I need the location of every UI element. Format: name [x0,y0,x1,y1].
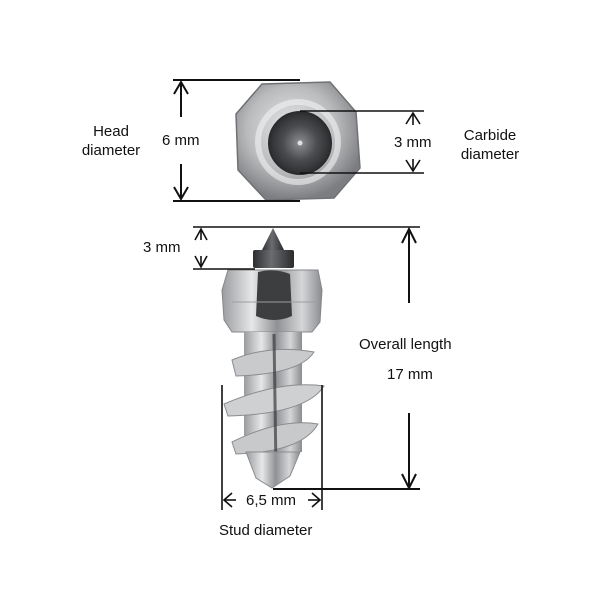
stud-side-view [221,228,325,489]
overall-length-title: Overall length [359,336,452,353]
overall-length-value: 17 mm [387,366,433,383]
stud-diameter-value: 6,5 mm [246,492,297,509]
head-diameter-dimension [173,79,300,202]
stud-diameter-dimension [221,385,323,510]
carbide-tip [262,228,284,250]
tip-height-dimension [193,226,420,270]
overall-length-dimension [273,226,420,491]
head-diameter-title-line1: Head [93,123,129,140]
head-diameter-value: 6 mm [162,132,200,149]
carbide-diameter-title-line2: diameter [460,146,520,163]
head-diameter-title-line2: diameter [81,142,141,159]
carbide-diameter-title: Carbide diameter [450,126,530,164]
carbide-diameter-dimension [300,110,424,174]
carbide-diameter-value: 3 mm [394,134,432,151]
stud-head-top-view [235,81,361,201]
head-diameter-title: Head diameter [66,122,156,160]
carbide-diameter-title-line1: Carbide [463,127,517,144]
tip-height-value: 3 mm [143,239,181,256]
stud-diameter-title: Stud diameter [219,522,313,539]
